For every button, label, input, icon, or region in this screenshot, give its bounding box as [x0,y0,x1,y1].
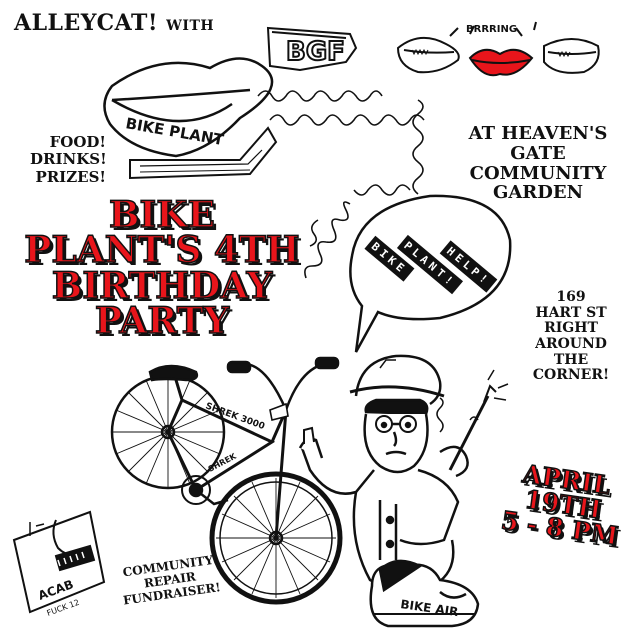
address-block: 169 HART ST RIGHT AROUND THE CORNER! [516,289,626,384]
phone-lips-illustration [396,21,600,77]
venue-line-2: GATE [510,142,566,164]
venue-block: AT HEAVEN'S GATE COMMUNITY GARDEN [450,124,626,203]
alleycat-heading: ALLEYCAT! WITH [14,12,214,34]
mouth-label: BIKE PLANT [124,114,225,149]
ring-sound-text: BRRRING [466,24,517,35]
address-line-3: RIGHT [544,320,598,337]
food-drinks-prizes: FOOD! DRINKS! PRIZES! [30,133,107,186]
bike-saddle [148,364,199,382]
event-title-line-4: PARTY [94,299,230,342]
venue-line-4: GARDEN [492,182,584,204]
address-line-6: CORNER! [532,367,610,384]
venue-line-3: COMMUNITY [469,162,607,184]
address-line-5: THE [553,351,589,368]
address-line-1: 169 [556,289,586,305]
food-text: FOOD! [49,133,106,151]
event-title-line-1: BIKE [108,194,216,236]
bgf-logo-text: BGF [286,37,345,67]
prizes-text: PRIZES! [35,167,106,186]
bicycle-illustration [110,356,343,605]
bike-front-wheel [209,471,343,605]
bike-frame-label: SHREK 3000 [204,401,266,432]
bike-top-label: SHREK [207,451,239,474]
phone-cord [257,90,425,279]
with-text: WITH [166,18,215,34]
alleycat-text: ALLEYCAT! [14,10,158,36]
bike-left-grip [226,360,252,374]
event-date: APRIL 19TH 5 - 8 PM [494,458,633,551]
sneaker-illustration [369,559,480,628]
speech-bubble-words: BIKE PLANT! HELP! [364,228,500,308]
event-title: BIKE PLANT'S 4TH BIRTHDAY PARTY [12,194,312,342]
address-line-2: HART ST [535,304,607,321]
event-title-line-2: PLANT'S 4TH [24,229,301,272]
event-title-line-3: BIRTHDAY [51,264,273,307]
bike-plant-mouth-illustration [103,57,278,180]
bike-right-grip [314,356,340,370]
mechanic-character-illustration [298,354,509,591]
bgf-logo: BGF [266,26,358,72]
venue-line-1: AT HEAVEN'S [468,123,608,144]
acab-sticker-illustration [12,510,106,614]
character-hair [364,398,429,416]
address-line-4: AROUND [535,336,607,353]
drinks-text: DRINKS! [30,150,107,169]
